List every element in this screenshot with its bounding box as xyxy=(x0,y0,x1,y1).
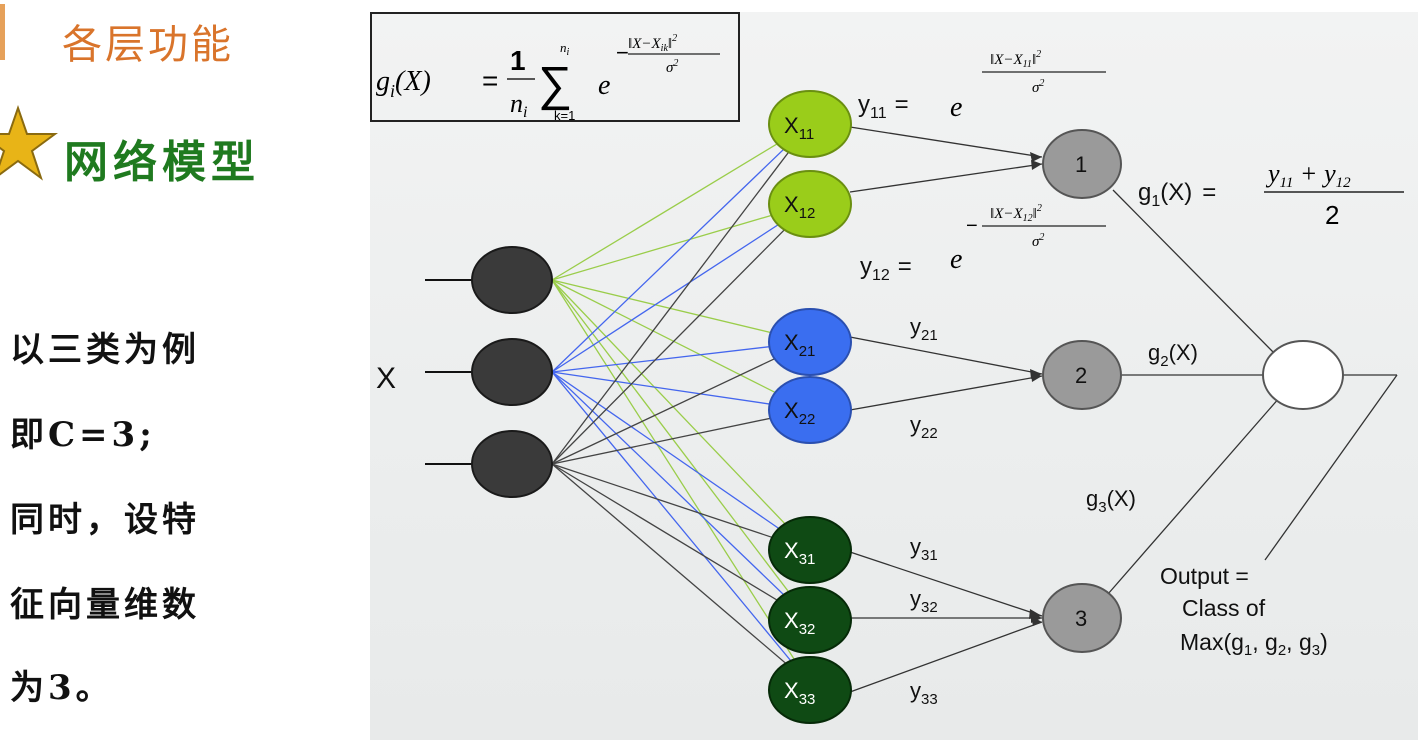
svg-text:X22: X22 xyxy=(784,398,815,428)
y31-label: y31 xyxy=(910,534,938,564)
summation-node-1: 1 xyxy=(1042,129,1122,199)
output-description: Output = Class of Max(g1, g2, g3) xyxy=(1160,563,1328,659)
description-line-4: 征向量维数 xyxy=(10,585,200,625)
svg-text:Class of: Class of xyxy=(1182,595,1266,621)
pattern-node-x12: X12 xyxy=(768,170,852,238)
title-accent-bar xyxy=(0,4,5,60)
y21-label: y21 xyxy=(910,314,938,344)
pattern-node-x11: X11 xyxy=(768,90,852,158)
svg-text:‖X−X12‖2: ‖X−X12‖2 xyxy=(990,203,1042,224)
pattern-node-x31: X31 xyxy=(768,516,852,584)
svg-text:‖X−Xik‖2: ‖X−Xik‖2 xyxy=(628,33,677,54)
input-label: X xyxy=(376,362,396,395)
edges-pattern-to-summation xyxy=(849,126,1043,693)
svg-text:−: − xyxy=(616,40,629,65)
pattern-node-x22: X22 xyxy=(768,376,852,444)
svg-text:2: 2 xyxy=(1075,363,1087,388)
input-node-2 xyxy=(471,338,553,406)
svg-text:gi(X): gi(X) xyxy=(376,66,431,101)
pnn-network-diagram: gi(X) = 1 ni ni ∑ k=1 e − ‖X−Xik‖2 σ2 X … xyxy=(370,12,1404,724)
y33-label: y33 xyxy=(910,678,938,708)
edges-summation-to-output xyxy=(1107,189,1398,595)
svg-text:y11=: y11= xyxy=(858,91,909,122)
svg-text:e: e xyxy=(950,244,962,275)
g3-label: g3(X) xyxy=(1086,486,1136,516)
svg-text:X11: X11 xyxy=(784,113,814,143)
svg-text:−: − xyxy=(966,215,978,237)
g1-equation: g1(X)= y11+y12 2 xyxy=(1138,159,1404,230)
svg-text:2: 2 xyxy=(1325,200,1339,230)
svg-text:g1(X)=: g1(X)= xyxy=(1138,179,1216,210)
pattern-layer: X11 X12 X21 X22 X31 X32 X33 xyxy=(768,90,852,724)
input-node-3 xyxy=(471,430,553,498)
svg-text:X33: X33 xyxy=(784,678,815,708)
svg-text:ni: ni xyxy=(510,89,527,121)
summation-node-2: 2 xyxy=(1042,340,1122,410)
y-labels: y21 y22 y31 y32 y33 xyxy=(910,314,938,708)
y12-equation: y12= e − ‖X−X12‖2 σ2 xyxy=(860,203,1106,284)
pattern-node-x33: X33 xyxy=(768,656,852,724)
svg-text:Output =: Output = xyxy=(1160,563,1249,589)
network-diagram-panel: gi(X) = 1 ni ni ∑ k=1 e − ‖X−Xik‖2 σ2 X … xyxy=(370,12,1418,740)
section-title: 各层功能 xyxy=(62,22,234,68)
svg-text:y11+y12: y11+y12 xyxy=(1265,159,1351,191)
description-line-1: 以三类为例 xyxy=(10,330,200,370)
svg-text:k=1: k=1 xyxy=(554,108,575,123)
input-stubs xyxy=(425,279,475,465)
input-node-1 xyxy=(471,246,553,314)
description-line-5: 为3。 xyxy=(10,668,114,708)
svg-text:ni: ni xyxy=(560,40,570,58)
svg-text:3: 3 xyxy=(1075,606,1087,631)
y22-label: y22 xyxy=(910,412,938,442)
svg-text:e: e xyxy=(950,92,962,123)
subsection-title: 网络模型 xyxy=(64,137,260,188)
description-line-2: 即C=3; xyxy=(10,415,156,455)
output-node xyxy=(1262,340,1344,410)
svg-text:1: 1 xyxy=(510,45,526,76)
pattern-node-x21: X21 xyxy=(768,308,852,376)
svg-text:σ2: σ2 xyxy=(666,58,678,76)
g2-label: g2(X) xyxy=(1148,340,1198,370)
svg-text:1: 1 xyxy=(1075,152,1087,177)
y32-label: y32 xyxy=(910,586,938,616)
pattern-node-x32: X32 xyxy=(768,586,852,654)
formula-box: gi(X) = 1 ni ni ∑ k=1 e − ‖X−Xik‖2 σ2 xyxy=(370,12,740,123)
arrowheads xyxy=(1029,152,1042,626)
svg-text:e: e xyxy=(598,70,610,101)
input-layer xyxy=(471,246,553,498)
svg-text:‖X−X11‖2: ‖X−X11‖2 xyxy=(990,49,1041,70)
summation-layer: 1 2 3 xyxy=(1042,129,1122,653)
star-icon xyxy=(0,104,58,181)
summation-node-3: 3 xyxy=(1042,583,1122,653)
svg-text:X12: X12 xyxy=(784,192,815,222)
description-line-3: 同时，设特 xyxy=(10,500,200,540)
svg-text:X31: X31 xyxy=(784,538,815,568)
svg-text:X32: X32 xyxy=(784,608,815,638)
svg-text:σ2: σ2 xyxy=(1032,78,1044,96)
svg-text:∑: ∑ xyxy=(538,58,572,111)
svg-text:=: = xyxy=(482,65,498,96)
svg-text:Max(g1, g2, g3): Max(g1, g2, g3) xyxy=(1180,629,1328,659)
y11-equation: y11= e ‖X−X11‖2 σ2 xyxy=(858,49,1106,123)
svg-text:y12=: y12= xyxy=(860,253,912,284)
edges-input-to-pattern xyxy=(551,123,811,685)
svg-text:X21: X21 xyxy=(784,330,815,360)
svg-text:σ2: σ2 xyxy=(1032,232,1044,250)
